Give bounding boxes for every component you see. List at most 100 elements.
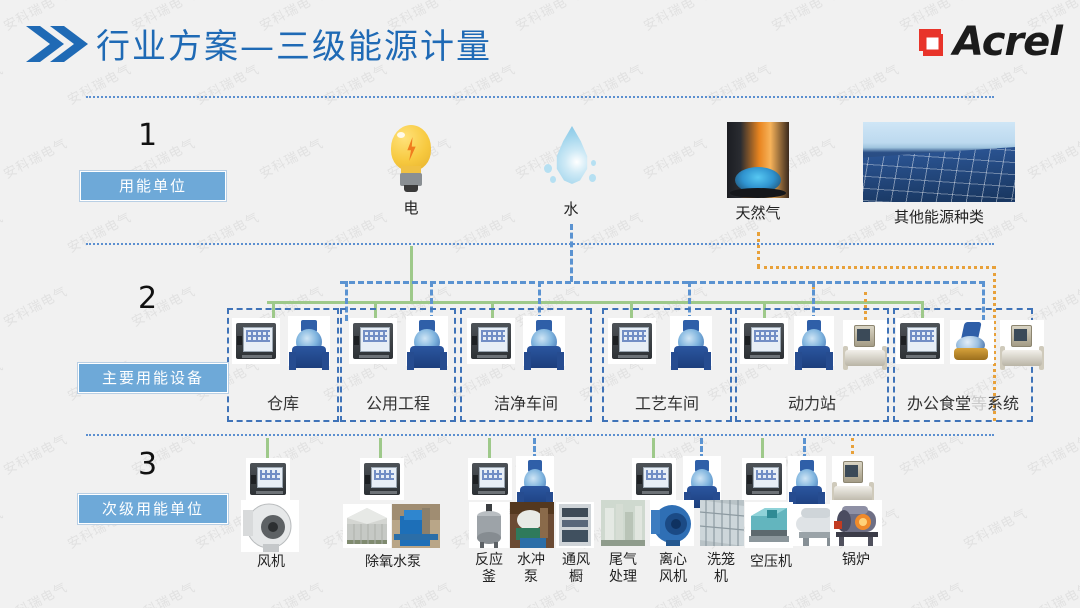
group-label: 动力站 (787, 394, 836, 413)
equipment-air-compressor: 空压机 (738, 554, 804, 571)
electric-meter-icon (608, 318, 656, 364)
l3-electricity-drop-5 (761, 438, 764, 460)
electric-meter-icon (740, 318, 788, 364)
water-meter-icon (788, 456, 826, 510)
group-label: 洁净车间 (493, 394, 558, 413)
group-label: 仓库 (266, 394, 299, 413)
exhaust-treatment-photo (601, 500, 645, 546)
gas-flame-photo (727, 122, 789, 198)
water-branch-2 (430, 281, 433, 321)
energy-source-electricity: 电 (381, 125, 441, 218)
electric-meter-icon (896, 318, 944, 364)
equipment-label: 空压机 (750, 554, 792, 570)
equipment-label: 洗笼 机 (707, 552, 735, 585)
water-pump-photo (392, 504, 440, 548)
water-bus-line (340, 281, 985, 284)
page-title: 行业方案—三级能源计量 (96, 27, 492, 67)
deaerator-tank-photo (343, 504, 391, 548)
level-label-1: 用能单位 (80, 171, 226, 201)
gas-meter-icon (843, 320, 887, 370)
equipment-deaerator-pump: 除氧水泵 (352, 554, 434, 571)
electricity-branch-2 (374, 301, 377, 321)
group-box-warehouse[interactable]: 仓库 (227, 308, 339, 422)
l3-electricity-drop-1 (266, 438, 269, 460)
level-label-3: 次级用能单位 (78, 494, 228, 524)
electric-meter-icon (467, 318, 515, 364)
equipment-label: 通风 橱 (562, 552, 590, 585)
group-box-power-station[interactable]: 动力站 (735, 308, 889, 422)
energy-source-label: 天然气 (735, 204, 781, 222)
brand-logo: Acrel (911, 18, 1063, 66)
level-number-1: 1 (138, 118, 158, 153)
separator-level2 (86, 434, 994, 436)
electric-meter-icon (468, 458, 512, 500)
level-number-2: 2 (138, 281, 158, 316)
l3-water-drop-3 (803, 438, 806, 460)
water-branch-6 (982, 281, 985, 321)
group-box-utilities[interactable]: 公用工程 (340, 308, 456, 422)
equipment-water-jet-pump: 水冲 泵 (508, 552, 554, 586)
electricity-branch-4 (630, 301, 633, 321)
energy-source-label: 其他能源种类 (893, 208, 984, 226)
equipment-boiler: 锅炉 (828, 552, 884, 569)
energy-source-gas: 天然气 (727, 122, 789, 223)
water-jet-pump-photo (510, 502, 554, 548)
double-chevron-right-icon (26, 26, 88, 62)
equipment-fan: 风机 (236, 554, 306, 571)
equipment-label: 尾气 处理 (609, 552, 637, 585)
electricity-branch-1 (272, 301, 275, 321)
electric-meter-icon (349, 318, 397, 364)
cage-washer-photo (700, 500, 744, 546)
equipment-label: 风机 (257, 554, 285, 570)
water-meter-icon (288, 316, 330, 370)
l3-water-drop-1 (533, 438, 536, 460)
electricity-branch-5 (763, 301, 766, 321)
water-meter-icon (516, 456, 554, 510)
group-label: 工艺车间 (634, 394, 699, 413)
water-meter-icon (683, 456, 721, 510)
electric-meter-icon (742, 458, 786, 500)
separator-level1 (86, 243, 994, 245)
valve-meter-icon (950, 320, 994, 364)
electric-meter-icon (360, 458, 404, 500)
equipment-label: 锅炉 (842, 552, 870, 568)
group-box-process-workshop[interactable]: 工艺车间 (602, 308, 732, 422)
water-meter-icon (670, 316, 712, 370)
reactor-photo (469, 502, 509, 548)
l3-gas-drop-1 (851, 438, 854, 460)
electricity-branch-3 (491, 301, 494, 321)
electricity-bus-line (267, 301, 924, 304)
electric-meter-icon (232, 318, 280, 364)
electricity-branch-6 (921, 301, 924, 321)
water-branch-5 (812, 281, 815, 321)
level-label-2: 主要用能设备 (78, 363, 228, 393)
gas-meter-icon (832, 456, 874, 506)
l3-electricity-drop-4 (652, 438, 655, 460)
l3-water-drop-2 (700, 438, 703, 460)
gas-riser-right (993, 266, 996, 421)
energy-source-label: 电 (403, 199, 419, 217)
water-meter-icon (794, 316, 834, 370)
solar-panel-photo (863, 122, 1015, 202)
separator-top (86, 96, 994, 98)
water-meter-icon (406, 316, 448, 370)
group-box-office-canteen[interactable]: 办公食堂等系统 (893, 308, 1033, 422)
centrifugal-fan-photo (650, 500, 694, 546)
gas-meter-icon (1000, 320, 1044, 370)
energy-source-other: 其他能源种类 (863, 122, 1015, 227)
equipment-exhaust-treatment: 尾气 处理 (598, 552, 648, 586)
gas-bus-line (757, 266, 995, 269)
air-compressor-photo (745, 502, 793, 548)
group-box-clean-workshop[interactable]: 洁净车间 (460, 308, 592, 422)
acrel-logo-icon (918, 29, 943, 56)
group-label-tail: 系统 (987, 394, 1020, 413)
gas-branch-5 (864, 292, 867, 320)
equipment-label: 除氧水泵 (365, 554, 421, 570)
level-number-3: 3 (138, 447, 158, 482)
water-meter-icon (523, 316, 565, 370)
equipment-label: 反应 釜 (475, 552, 503, 585)
gas-drop-line-upper (757, 232, 760, 268)
slide-header: 行业方案—三级能源计量 Acrel (0, 0, 1080, 92)
equipment-cage-washer: 洗笼 机 (698, 552, 744, 586)
